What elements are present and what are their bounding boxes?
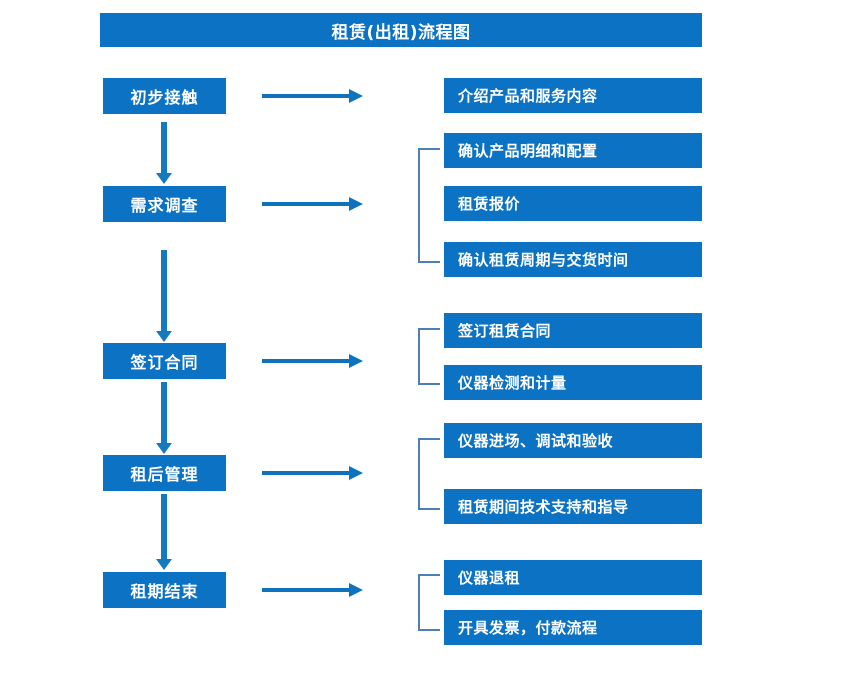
vertical-arrow-stage3-to-stage4: [156, 382, 172, 454]
stage-box-initial-contact[interactable]: 初步接触: [103, 78, 226, 114]
detail-box-confirm-product-details[interactable]: 确认产品明细和配置: [444, 133, 702, 168]
group-bracket-requirement-survey: [418, 148, 440, 263]
horizontal-arrow-stage4: [262, 466, 363, 480]
group-bracket-sign-contract: [418, 328, 440, 385]
detail-box-technical-support[interactable]: 租赁期间技术支持和指导: [444, 489, 702, 524]
horizontal-arrow-stage1: [262, 89, 363, 103]
detail-box-instrument-return[interactable]: 仪器退租: [444, 560, 702, 595]
detail-box-rental-quotation[interactable]: 租赁报价: [444, 186, 702, 221]
detail-box-invoice-payment[interactable]: 开具发票，付款流程: [444, 610, 702, 645]
horizontal-arrow-stage5: [262, 583, 363, 597]
group-bracket-lease-end: [418, 574, 440, 631]
stage-box-sign-contract[interactable]: 签订合同: [103, 343, 226, 379]
vertical-arrow-stage4-to-stage5: [156, 494, 172, 570]
detail-box-confirm-lease-period[interactable]: 确认租赁周期与交货时间: [444, 242, 702, 277]
horizontal-arrow-stage2: [262, 197, 363, 211]
group-bracket-post-rental-management: [418, 438, 440, 510]
vertical-arrow-stage2-to-stage3: [156, 250, 172, 342]
detail-box-instrument-delivery-commissioning[interactable]: 仪器进场、调试和验收: [444, 423, 702, 458]
detail-box-sign-lease-agreement[interactable]: 签订租赁合同: [444, 313, 702, 348]
diagram-title: 租赁(出租)流程图: [100, 13, 702, 47]
stage-box-post-rental-management[interactable]: 租后管理: [103, 455, 226, 491]
horizontal-arrow-stage3: [262, 354, 363, 368]
detail-box-instrument-inspection[interactable]: 仪器检测和计量: [444, 365, 702, 400]
detail-box-introduce-products[interactable]: 介绍产品和服务内容: [444, 78, 702, 113]
stage-box-lease-end[interactable]: 租期结束: [103, 572, 226, 608]
stage-box-requirement-survey[interactable]: 需求调查: [103, 186, 226, 222]
vertical-arrow-stage1-to-stage2: [156, 122, 172, 184]
